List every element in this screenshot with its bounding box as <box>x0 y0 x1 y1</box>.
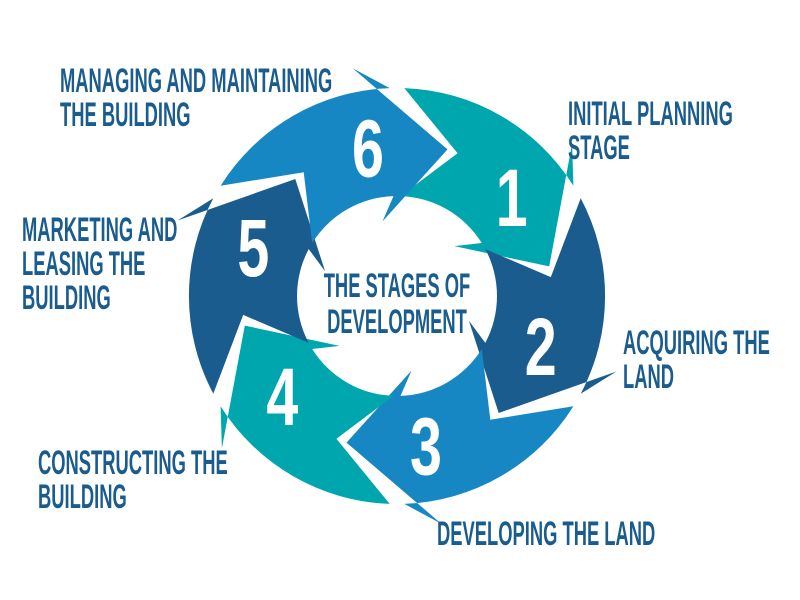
stage-label-line: MANAGING AND MAINTAINING <box>60 62 333 100</box>
stage-label-line: INITIAL PLANNING <box>568 95 733 133</box>
stage-arrow-6 <box>220 68 448 243</box>
diagram-title: THE STAGES OF DEVELOPMENT <box>316 268 478 340</box>
title-line-1: THE STAGES OF <box>323 267 471 305</box>
stage-arrow-1 <box>400 88 574 267</box>
stage-label-line: ACQUIRING THE <box>623 324 770 362</box>
stage-number-2: 2 <box>525 301 557 393</box>
stage-number-4: 4 <box>266 351 298 443</box>
stage-arrow-5 <box>177 179 326 394</box>
stage-arrow-4 <box>220 325 394 504</box>
stage-label-marketing-leasing: MARKETING AND LEASING THE BUILDING <box>22 213 177 315</box>
stage-number-5: 5 <box>237 202 269 294</box>
stage-label-initial-planning: INITIAL PLANNING STAGE <box>568 97 733 165</box>
stage-label-line: MARKETING AND <box>22 211 178 249</box>
stage-label-constructing-building: CONSTRUCTING THE BUILDING <box>38 446 228 514</box>
stage-label-line: LAND <box>623 358 674 396</box>
stage-arrow-3 <box>346 349 574 524</box>
stage-label-line: CONSTRUCTING THE <box>38 444 228 482</box>
stage-arrow-2 <box>468 198 617 413</box>
stage-number-6: 6 <box>352 102 384 194</box>
stage-label-developing-land: DEVELOPING THE LAND <box>437 517 655 551</box>
stage-label-acquiring-land: ACQUIRING THE LAND <box>623 326 770 394</box>
stage-label-managing-maintaining: MANAGING AND MAINTAINING THE BUILDING <box>60 64 332 132</box>
title-line-2: DEVELOPMENT <box>327 303 467 341</box>
stage-label-line: BUILDING <box>22 279 111 317</box>
stage-label-line: BUILDING <box>38 478 127 516</box>
stage-number-3: 3 <box>410 401 442 493</box>
stage-label-line: DEVELOPING THE LAND <box>437 515 656 553</box>
stage-label-line: STAGE <box>568 129 630 167</box>
stage-label-line: THE BUILDING <box>60 96 191 134</box>
stage-label-line: LEASING THE <box>22 245 146 283</box>
stage-number-1: 1 <box>496 152 528 244</box>
